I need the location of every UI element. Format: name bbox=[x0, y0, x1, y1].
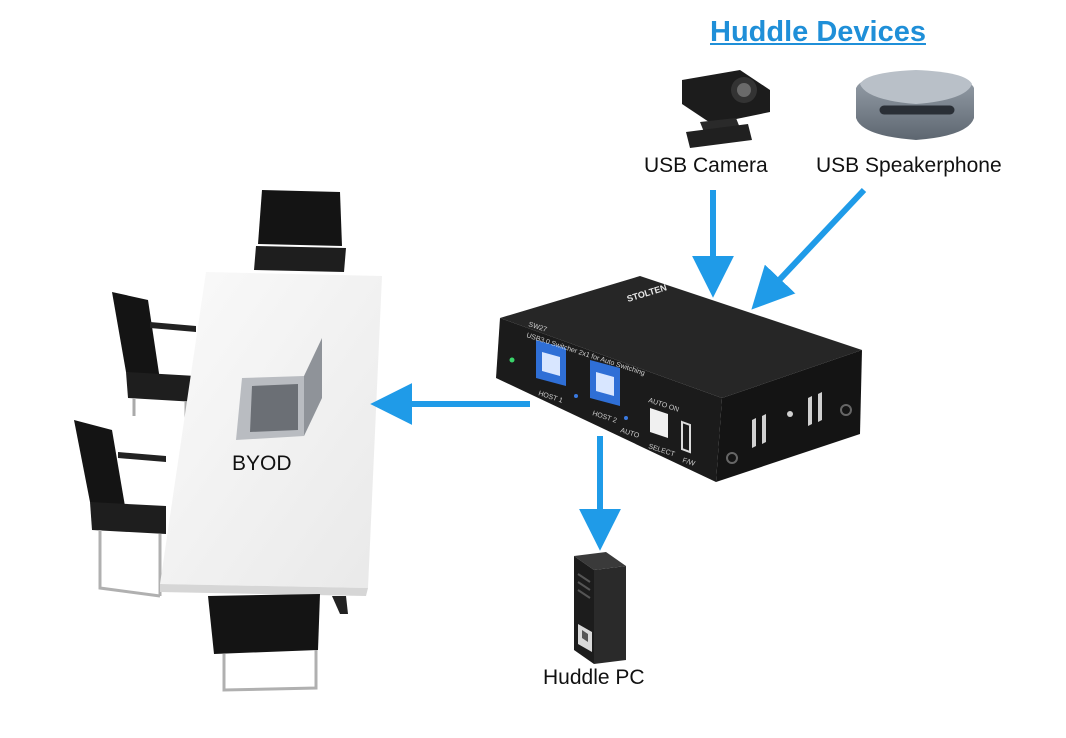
usb-camera-icon bbox=[682, 70, 770, 148]
byod-label: BYOD bbox=[232, 452, 292, 475]
huddle-pc-label: Huddle PC bbox=[543, 666, 645, 689]
fw-label: F/W bbox=[681, 457, 696, 468]
laptop-icon bbox=[236, 338, 322, 440]
pc-tower-icon bbox=[574, 552, 626, 664]
usb-speakerphone-label: USB Speakerphone bbox=[816, 154, 1002, 177]
kvm-switch-icon: STOLTEN SW27 USB3.0 Switcher 2x1 for Aut… bbox=[496, 276, 862, 482]
chair-icon bbox=[254, 190, 346, 272]
conference-table-group bbox=[74, 190, 382, 692]
chair-icon bbox=[208, 594, 320, 692]
arrow-speakerphone-to-switch bbox=[751, 187, 867, 310]
connection-arrows bbox=[370, 187, 867, 551]
chair-icon bbox=[112, 292, 196, 420]
chair-icon bbox=[74, 420, 166, 598]
table-icon bbox=[160, 272, 382, 614]
speakerphone-icon bbox=[856, 70, 974, 140]
diagram-title: Huddle Devices bbox=[710, 16, 926, 48]
usb-camera-label: USB Camera bbox=[644, 154, 768, 177]
